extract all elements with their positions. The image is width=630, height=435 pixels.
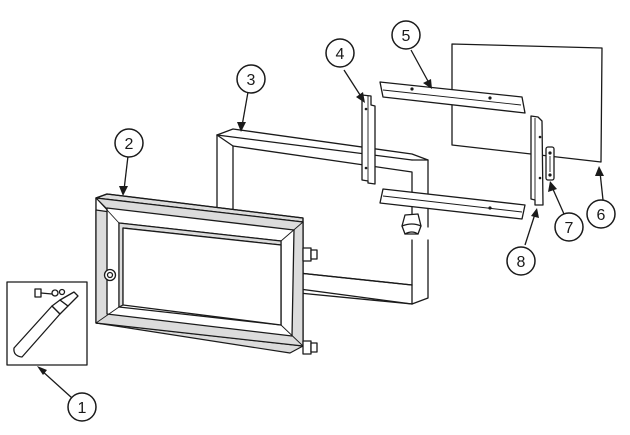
- callout-1: 1: [67, 392, 97, 422]
- upper-hinge: [302, 247, 318, 262]
- callout-4-label: 4: [336, 46, 345, 63]
- callout-2-label: 2: [125, 136, 134, 153]
- callout-5-label: 5: [402, 28, 411, 45]
- glass-panel: [451, 43, 603, 163]
- left-bracket: [361, 94, 376, 185]
- callout-2: 2: [114, 128, 144, 158]
- callout-7: 7: [554, 212, 584, 242]
- callout-1-label: 1: [78, 400, 87, 417]
- tube-icon: [13, 291, 79, 358]
- clip: [545, 146, 555, 181]
- right-bracket: [530, 115, 544, 206]
- callout-7-label: 7: [565, 220, 574, 237]
- callout-8: 8: [506, 246, 536, 276]
- lower-hinge: [302, 340, 318, 355]
- callout-3-label: 3: [247, 72, 256, 89]
- door-assembly: [95, 193, 318, 355]
- callout-6-label: 6: [597, 207, 606, 224]
- leader-lines: [37, 49, 604, 399]
- top-rail: [379, 81, 526, 114]
- callout-8-label: 8: [517, 254, 526, 271]
- callout-4: 4: [325, 38, 355, 68]
- bottom-rail: [379, 188, 526, 220]
- sealant-kit: [6, 281, 88, 366]
- callout-3: 3: [236, 64, 266, 94]
- callout-5: 5: [391, 20, 421, 50]
- screw-icon: [34, 288, 66, 298]
- callout-6: 6: [586, 199, 616, 229]
